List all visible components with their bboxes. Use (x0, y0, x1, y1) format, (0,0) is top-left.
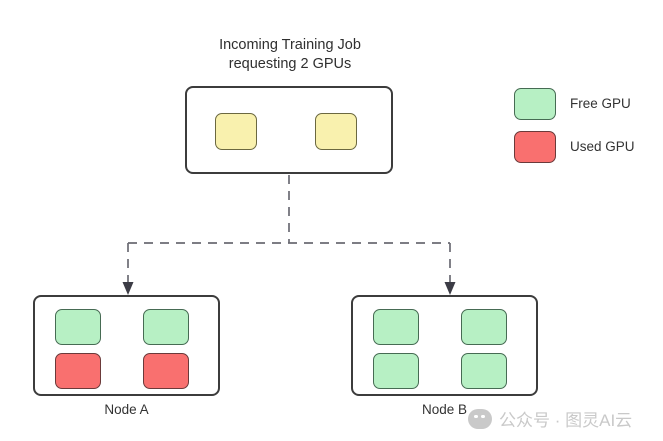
requested-gpu-slot-1 (215, 113, 257, 150)
node-a-box (33, 295, 220, 396)
incoming-job-box (185, 86, 393, 174)
node-b-label: Node B (421, 402, 468, 417)
arrowhead-node-a (122, 282, 134, 295)
node-a-gpu-2 (143, 309, 189, 345)
wechat-icon (468, 408, 492, 429)
node-b-box (351, 295, 538, 396)
node-b-gpu-3 (373, 353, 419, 389)
watermark: 公众号 · 图灵AI云 (468, 406, 632, 431)
legend-label-free-gpu: Free GPU (570, 96, 631, 111)
node-a-label: Node A (104, 402, 149, 417)
watermark-text: 公众号 · 图灵AI云 (499, 411, 633, 430)
arrowhead-node-b (444, 282, 456, 295)
node-a-gpu-3 (55, 353, 101, 389)
node-a-gpu-1 (55, 309, 101, 345)
legend-swatch-used-gpu (514, 131, 556, 163)
legend-label-used-gpu: Used GPU (570, 139, 635, 154)
diagram-title: Incoming Training Job requesting 2 GPUs (184, 36, 396, 74)
diagram-title-line-2: requesting 2 GPUs (228, 56, 352, 72)
node-a-gpu-4 (143, 353, 189, 389)
diagram-title-line-1: Incoming Training Job (219, 37, 361, 53)
node-b-gpu-2 (461, 309, 507, 345)
node-b-gpu-1 (373, 309, 419, 345)
legend-swatch-free-gpu (514, 88, 556, 120)
node-b-gpu-4 (461, 353, 507, 389)
requested-gpu-slot-2 (315, 113, 357, 150)
